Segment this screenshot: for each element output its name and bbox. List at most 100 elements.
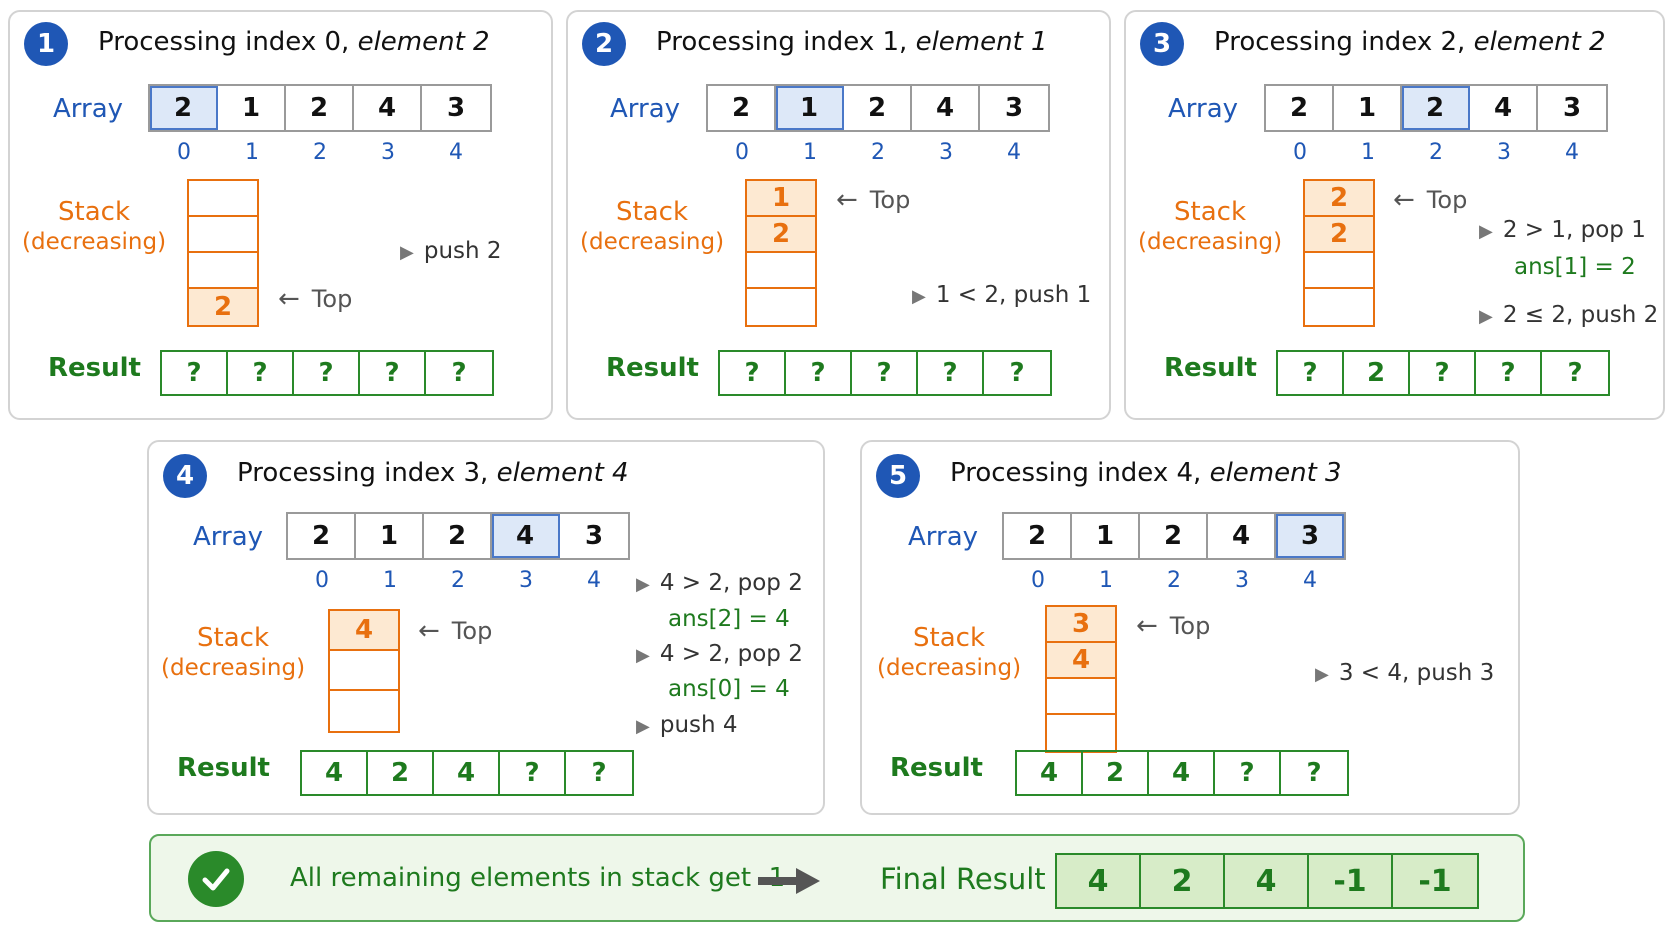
triangle-bullet-icon: ▶ [1315,664,1329,685]
array-cell: 2 [844,86,912,130]
array-cell: 3 [1562,93,1582,123]
result-cell: ? [720,352,786,394]
array-label: Array [1168,94,1239,124]
index-label: 2 [1167,568,1181,593]
index-label: 1 [383,568,397,593]
array-cell: 2 [424,514,492,558]
step-title-prefix: Processing index 4, [950,458,1210,488]
index-label: 4 [449,140,463,165]
stack-label: Stack(decreasing) [580,197,724,257]
index-label: 4 [1007,140,1021,165]
final-result-cell: -1 [1309,855,1393,907]
stack-label-sub: (decreasing) [22,229,167,255]
triangle-bullet-icon: ▶ [400,242,414,263]
array-cell: 2 [286,86,354,130]
stack-label-sub: (decreasing) [1138,229,1283,255]
index-label: 3 [1235,568,1249,593]
check-icon [188,851,244,907]
top-pointer: ←Top [1136,611,1210,641]
step-note-text: ans[1] = 2 [1514,254,1636,280]
stack-box: 4 [328,609,400,733]
array-label: Array [908,522,979,552]
index-label: 0 [735,140,749,165]
final-explanation: All remaining elements in stack get -1 [290,863,786,893]
array-cell: 4 [354,86,422,130]
stack-cell: 4 [330,611,398,651]
index-label: 3 [939,140,953,165]
index-label: 0 [1293,140,1307,165]
stack-cell: 2 [1305,181,1373,217]
index-label: 3 [1497,140,1511,165]
triangle-bullet-icon: ▶ [1479,306,1493,327]
step-title-element: element 2 [1473,27,1606,57]
array-cell: 2 [1140,514,1208,558]
stack-cell [189,181,257,217]
result-label: Result [1164,353,1257,383]
step-title-element: element 2 [357,27,490,57]
top-label: Top [311,285,353,313]
step-title-element: element 1 [915,27,1048,57]
index-label: 1 [1361,140,1375,165]
stack-cell: 2 [747,217,815,253]
top-pointer: ←Top [1393,185,1467,215]
final-result-cell: -1 [1418,863,1452,899]
top-pointer: ←Top [278,284,352,314]
step-note: ▶ 4 > 2, pop 2 [636,570,803,596]
result-cell: ? [1410,352,1476,394]
result-cell: ? [1567,358,1583,388]
stack-cell: 2 [1305,217,1373,253]
stack-label-title: Stack [913,623,986,653]
result-cell: ? [918,352,984,394]
step-title: Processing index 0, element 2 [98,27,490,57]
step-note: ▶4 > 2, pop 2 [636,641,803,667]
result-row: ????? [718,350,1052,396]
result-cell: 4 [1017,752,1083,794]
result-cell: ? [1009,358,1025,388]
array-cell: 4 [1208,514,1276,558]
index-label: 1 [803,140,817,165]
index-label: 2 [451,568,465,593]
array-cell: 2 [288,514,356,558]
step-note-text: 1 < 2, push 1 [935,282,1092,308]
step-note-text: 4 > 2, pop 2 [659,570,803,596]
index-label: 3 [381,140,395,165]
left-arrow-icon: ← [1136,611,1158,641]
result-cell: 2 [1083,752,1149,794]
step-note: ▶2 ≤ 2, push 2 [1479,302,1658,328]
step-title-prefix: Processing index 0, [98,27,358,57]
triangle-bullet-icon: ▶ [636,574,650,595]
stack-cell [330,651,398,691]
result-label: Result [177,753,270,783]
array-cell: 2 [708,86,776,130]
result-cell: ? [228,352,294,394]
stack-label: Stack(decreasing) [877,623,1021,683]
array-cell: 3 [584,521,604,551]
triangle-bullet-icon: ▶ [636,716,650,737]
array-cell: 2 [150,86,218,130]
triangle-bullet-icon: ▶ [1479,221,1493,242]
result-label: Result [48,353,141,383]
index-label: 0 [1031,568,1045,593]
step-title-element: element 4 [496,458,629,488]
result-cell: 2 [368,752,434,794]
index-label: 2 [1429,140,1443,165]
array-cell: 1 [776,86,844,130]
step-number-badge: 4 [163,454,207,498]
stack-label-title: Stack [58,197,131,227]
step-title-prefix: Processing index 1, [656,27,916,57]
result-cell: ? [1306,758,1322,788]
step-note: ▶2 > 1, pop 1 [1479,217,1646,243]
step-note-text: push 4 [659,712,738,738]
stack-box: 2 [187,179,259,327]
result-cell: ? [451,358,467,388]
step-number-badge: 2 [582,22,626,66]
stack-cell [1047,715,1115,751]
step-title: Processing index 1, element 1 [656,27,1048,57]
